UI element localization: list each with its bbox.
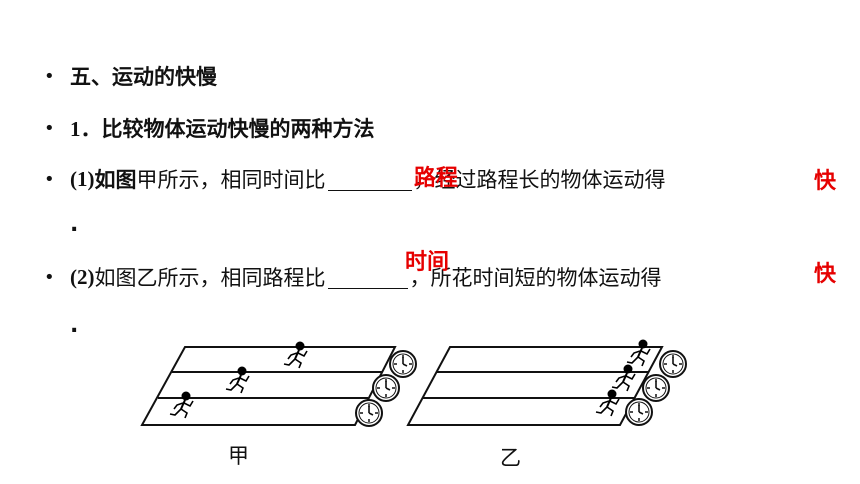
item-2-bold-text: 如图 [94,168,137,192]
item-2-row: • (1) 如图 甲所示，相同时间比 ，经过路程长的物体运动得 [44,161,666,197]
answer-blank-3[interactable] [327,266,408,289]
item-3-text-a: 如图乙所示，相同路程比 [94,266,326,290]
item-2-number: (1) [70,166,95,191]
item-2-period: . [70,212,79,237]
section-title: 五、运动的快慢 [70,65,217,89]
track-left [140,346,397,426]
clock-icon [625,398,653,426]
item-1-number: 1． [70,117,102,141]
item-3-number: (2) [70,264,95,289]
section-title-row: • 五、运动的快慢 [44,58,217,94]
clock-icon [659,350,687,378]
item-3-text-b: ，所花时间短的物体运动得 [409,266,662,290]
item-3-row: • (2) 如图乙所示，相同路程比 ，所花时间短的物体运动得 [44,259,662,295]
figure-caption-left: 甲 [228,444,249,468]
bullet: • [44,117,55,139]
item-1-row: • 1． 比较物体运动快慢的两种方法 [44,110,375,146]
answer-3-text: 时间 [405,250,450,275]
answer-blank-1[interactable] [327,168,412,191]
item-3-period: . [70,313,79,338]
track-right [406,346,664,426]
figure-caption-right: 乙 [500,446,521,470]
clock-icon [372,374,400,402]
clock-icon [642,374,670,402]
clock-icon [389,350,417,378]
item-2-text-b: ，经过路程长的物体运动得 [413,168,666,192]
bullet: • [44,266,55,288]
bullet: • [44,65,55,87]
item-1-text: 比较物体运动快慢的两种方法 [101,117,375,141]
bullet: • [44,168,55,190]
clock-icon [355,399,383,427]
answer-4-text: 快 [814,262,837,287]
answer-1-text: 路程 [414,166,459,191]
answer-2-text: 快 [814,169,837,194]
item-2-text-a: 甲所示，相同时间比 [136,168,326,192]
